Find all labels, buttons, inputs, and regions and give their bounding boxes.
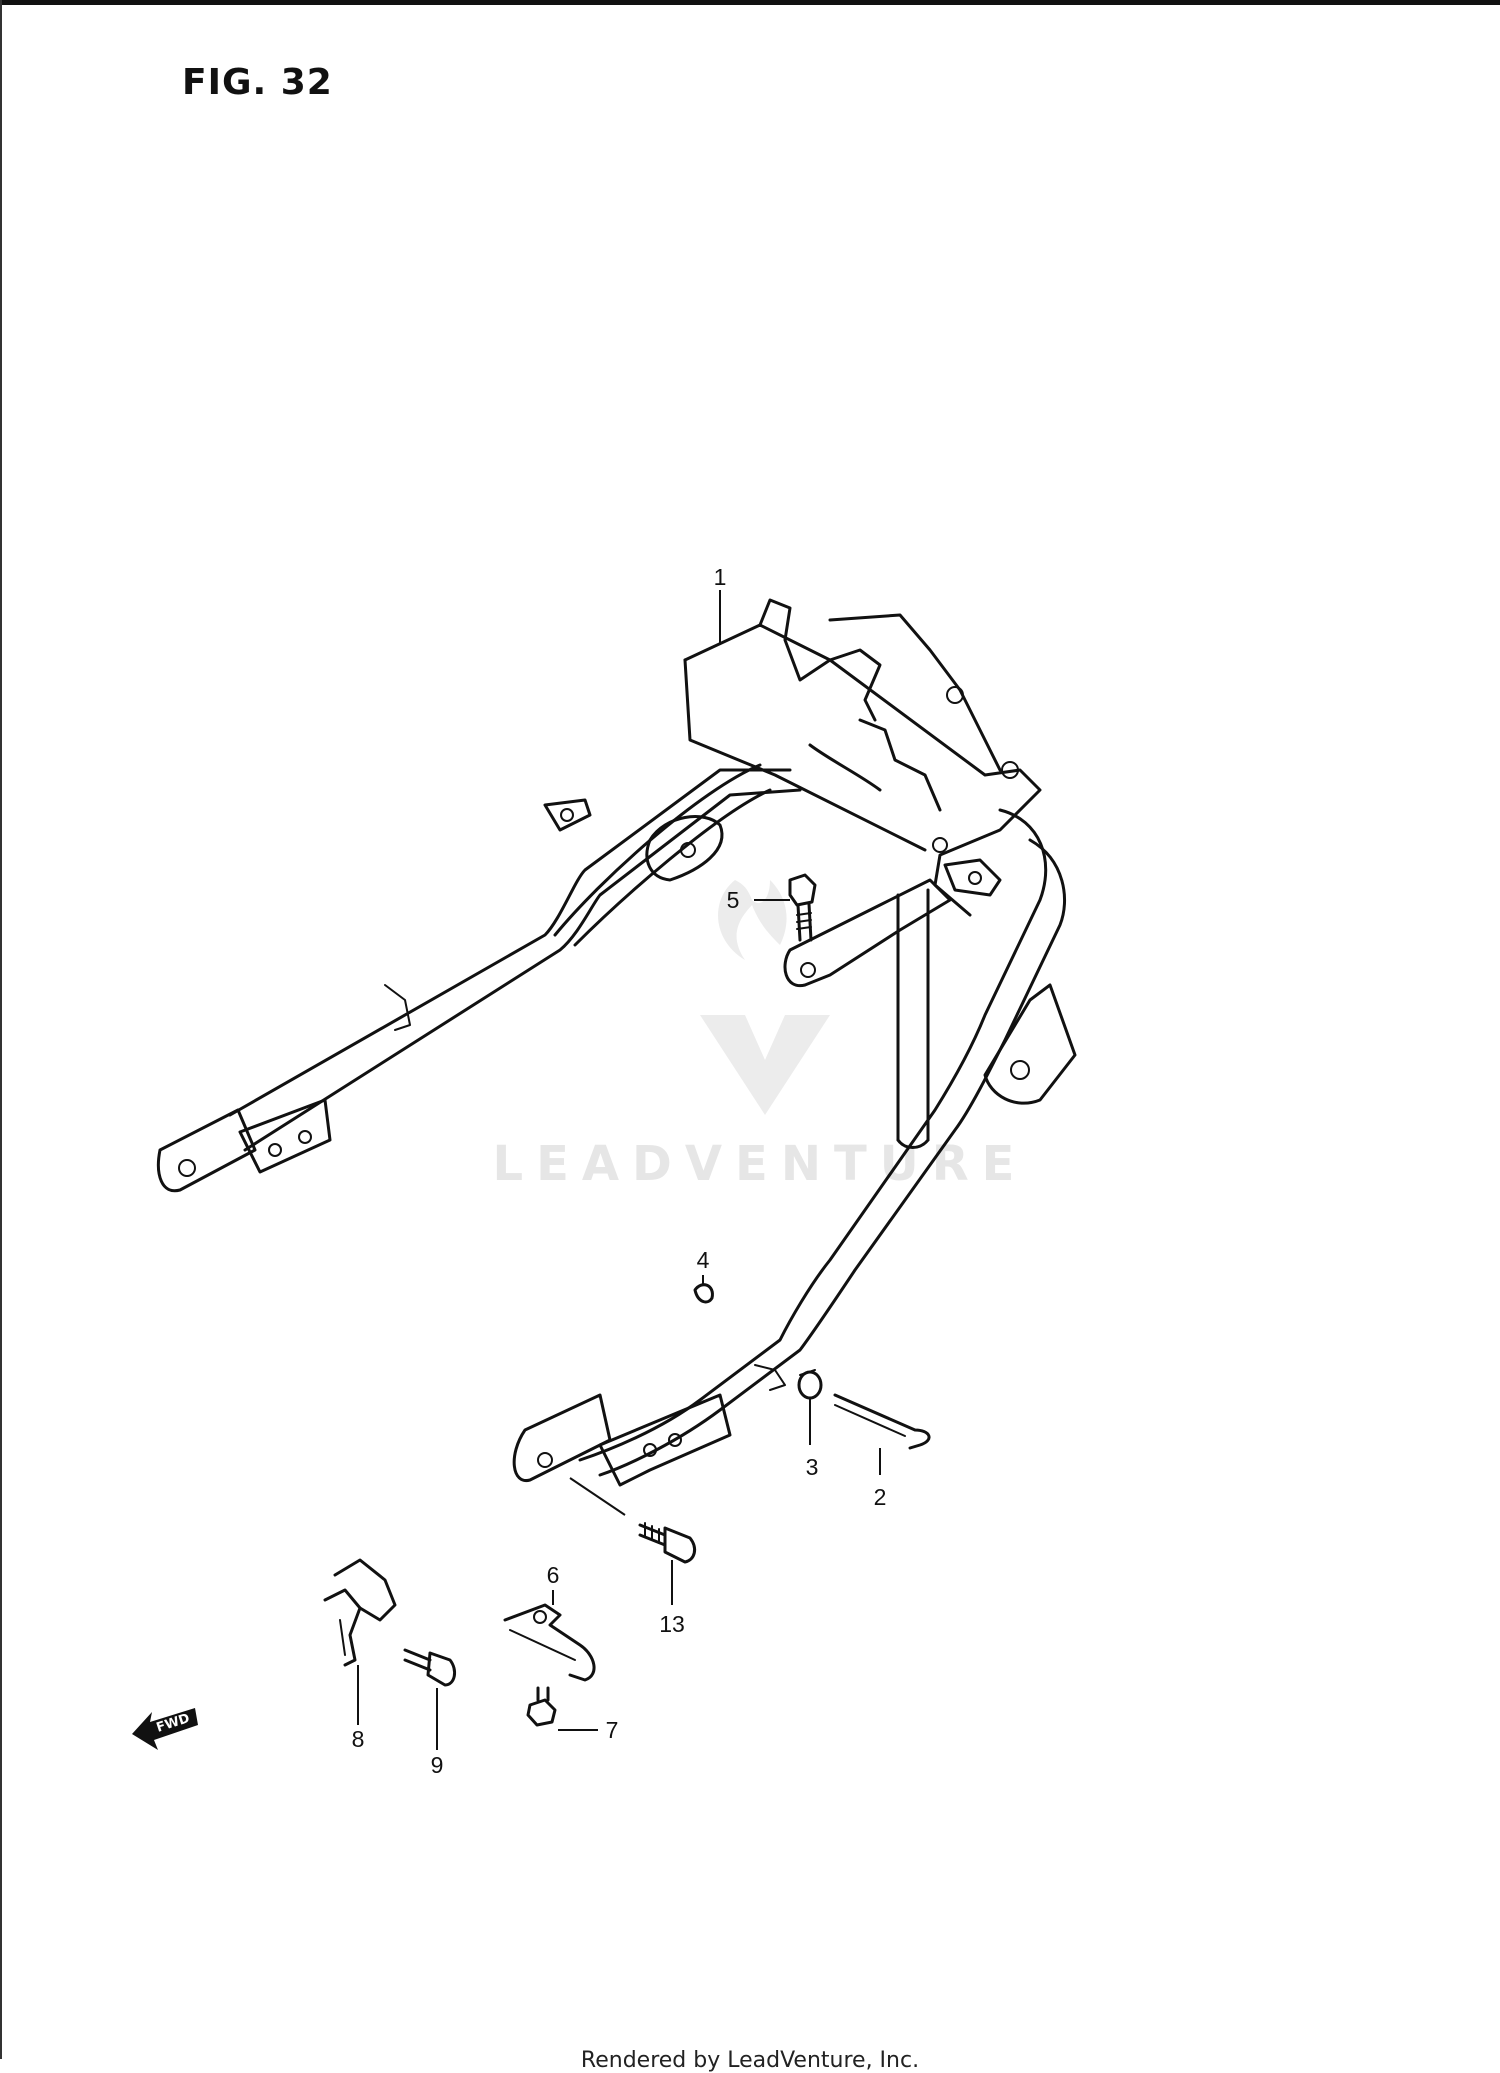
part-9-bolt xyxy=(403,1648,457,1687)
leader-lines xyxy=(357,590,881,1750)
page-border-top xyxy=(0,0,1500,5)
part-7-nut xyxy=(526,1686,557,1727)
page-border-left xyxy=(0,0,2,2059)
fwd-arrow-icon xyxy=(132,1708,198,1750)
callout-2: 2 xyxy=(874,1484,887,1510)
part-5-bolt xyxy=(788,873,817,942)
seat-rail-frame xyxy=(156,598,1077,1487)
callout-4: 4 xyxy=(697,1247,710,1273)
callout-13: 13 xyxy=(659,1611,685,1637)
callout-8: 8 xyxy=(352,1726,365,1752)
part-8-clamp xyxy=(323,1558,397,1667)
watermark-text: LEADVENTURE xyxy=(493,1136,1028,1192)
callout-6: 6 xyxy=(547,1562,560,1588)
watermark-v-logo-icon xyxy=(700,1015,830,1115)
part-3-collar xyxy=(797,1369,823,1400)
callout-5: 5 xyxy=(727,887,740,913)
callout-1: 1 xyxy=(714,564,727,590)
callout-3: 3 xyxy=(806,1454,819,1480)
leader-13a xyxy=(569,1477,626,1516)
part-13-bolt xyxy=(638,1522,697,1564)
fwd-direction-marker: FWD xyxy=(132,1708,198,1750)
part-4-clip xyxy=(693,1283,714,1304)
callout-9: 9 xyxy=(431,1752,444,1778)
callout-labels: 1 2 3 4 5 6 7 8 9 13 xyxy=(352,564,887,1778)
part-2-rod xyxy=(833,1393,931,1450)
figure-title: FIG. 32 xyxy=(182,62,333,103)
watermark: LEADVENTURE xyxy=(493,880,1028,1192)
part-6-bracket xyxy=(503,1603,596,1682)
callout-7: 7 xyxy=(606,1717,619,1743)
footer-credit: Rendered by LeadVenture, Inc. xyxy=(580,2048,920,2073)
